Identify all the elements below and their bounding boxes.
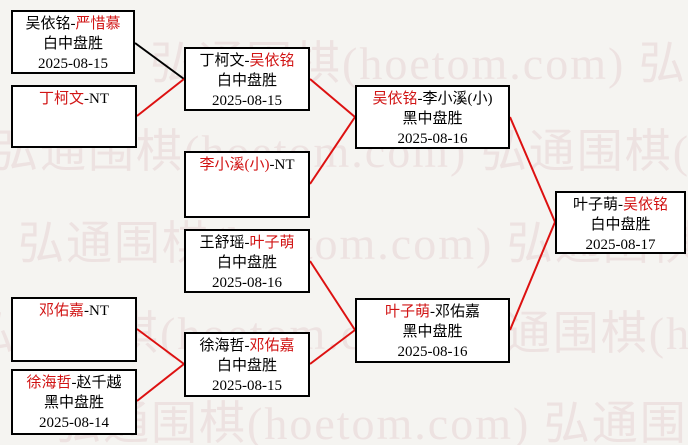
match-box-round2[interactable]: 王舒瑶-叶子萌白中盘胜 2025-08-16 (184, 229, 310, 293)
player-name[interactable]: 吴依铭- (25, 16, 76, 32)
match-pairing: 丁柯文-NT (13, 89, 135, 109)
connector-line-red (309, 78, 356, 118)
player-name-winner[interactable]: 吴依铭 (622, 197, 668, 213)
match-date: 2025-08-15 (212, 378, 282, 394)
match-pairing: 邓佑嘉-NT (13, 301, 135, 321)
player-name[interactable]: 叶子萌- (572, 197, 623, 213)
connector-line-red (309, 116, 356, 185)
match-date: 2025-08-14 (39, 415, 109, 431)
player-name-winner[interactable]: 丁柯文 (38, 91, 84, 107)
match-date: 2025-08-17 (585, 237, 656, 253)
connector-line-red (136, 78, 185, 117)
match-pairing: 吴依铭-严惜慕 (13, 14, 133, 34)
match-pairing: 王舒瑶-叶子萌 (186, 233, 308, 253)
player-name-winner[interactable]: 李小溪(小) (199, 157, 270, 173)
match-pairing: 丁柯文-吴依铭 (186, 51, 308, 71)
match-pairing: 叶子萌-邓佑嘉 (357, 302, 508, 322)
player-name-winner[interactable]: 严惜慕 (75, 16, 121, 32)
match-box-semifinal[interactable]: 叶子萌-邓佑嘉黑中盘胜 2025-08-16 (355, 298, 510, 363)
match-result: 白中盘胜 (216, 73, 277, 89)
player-name[interactable]: -NT (84, 303, 109, 319)
match-result: 黑中盘胜 (43, 395, 104, 411)
player-name-winner[interactable]: 叶子萌 (384, 304, 430, 320)
player-name[interactable]: -李小溪(小) (417, 91, 493, 107)
connector-line-black (134, 42, 185, 80)
player-name[interactable]: 王舒瑶- (199, 235, 250, 251)
player-name-winner[interactable]: 吴依铭 (372, 91, 418, 107)
player-name-winner[interactable]: 徐海哲 (26, 375, 72, 391)
match-result: 白中盘胜 (216, 255, 277, 271)
match-result: 白中盘胜 (216, 358, 277, 374)
player-name[interactable]: 丁柯文- (199, 53, 250, 69)
match-pairing: 徐海哲-邓佑嘉 (186, 336, 308, 356)
connector-line-red (509, 221, 556, 331)
match-result: 白中盘胜 (42, 36, 103, 52)
match-box-round1[interactable]: 徐海哲-赵千越黑中盘胜 2025-08-14 (11, 369, 137, 435)
player-name[interactable]: -NT (269, 157, 295, 173)
match-date: 2025-08-16 (397, 344, 468, 360)
connector-line-red (309, 260, 356, 331)
match-box-round2[interactable]: 徐海哲-邓佑嘉白中盘胜 2025-08-15 (184, 332, 310, 397)
player-name[interactable]: -赵千越 (71, 375, 122, 391)
match-box-round1[interactable]: 丁柯文-NT (11, 85, 137, 148)
match-date: 2025-08-16 (212, 275, 282, 291)
match-pairing: 李小溪(小)-NT (186, 155, 308, 175)
match-box-semifinal[interactable]: 吴依铭-李小溪(小) 黑中盘胜 2025-08-16 (355, 85, 510, 149)
player-name-winner[interactable]: 邓佑嘉 (38, 303, 84, 319)
match-result: 白中盘胜 (590, 217, 651, 233)
match-pairing: 吴依铭-李小溪(小) (357, 89, 508, 109)
match-box-round2[interactable]: 李小溪(小)-NT (184, 151, 310, 218)
connector-line-red (136, 328, 185, 365)
player-name[interactable]: -邓佑嘉 (430, 304, 480, 320)
match-date: 2025-08-15 (212, 93, 282, 109)
connector-line-red (509, 116, 556, 223)
player-name-winner[interactable]: 吴依铭 (249, 53, 295, 69)
player-name[interactable]: 徐海哲- (199, 338, 250, 354)
match-date: 2025-08-16 (397, 131, 468, 147)
match-result: 黑中盘胜 (402, 324, 463, 340)
player-name-winner[interactable]: 叶子萌 (249, 235, 295, 251)
player-name-winner[interactable]: 邓佑嘉 (249, 338, 295, 354)
match-box-round1[interactable]: 吴依铭-严惜慕白中盘胜 2025-08-15 (11, 10, 135, 74)
connector-line-red (309, 329, 356, 365)
match-box-round2[interactable]: 丁柯文-吴依铭白中盘胜 2025-08-15 (184, 47, 310, 111)
match-box-round1[interactable]: 邓佑嘉-NT (11, 297, 137, 362)
match-pairing: 徐海哲-赵千越 (13, 373, 135, 393)
match-box-final[interactable]: 叶子萌-吴依铭白中盘胜 2025-08-17 (555, 191, 686, 254)
match-date: 2025-08-15 (38, 56, 108, 72)
player-name[interactable]: -NT (84, 91, 109, 107)
connector-line-red (136, 363, 185, 402)
match-result: 黑中盘胜 (402, 111, 463, 127)
match-pairing: 叶子萌-吴依铭 (557, 195, 684, 215)
